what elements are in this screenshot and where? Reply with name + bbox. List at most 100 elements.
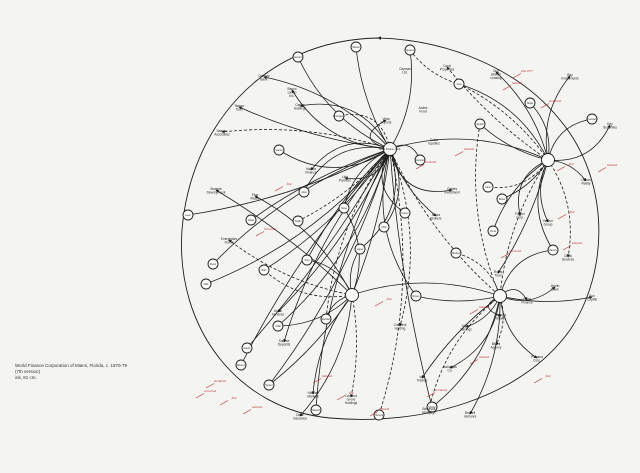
red-annotation-pointer: [336, 395, 346, 401]
connection-line-79: [349, 294, 357, 398]
connection-line-48: [458, 83, 549, 161]
entity-node-circle: [301, 254, 313, 266]
entity-node-label: Aguilar: [476, 123, 484, 126]
connection-line-61: [499, 295, 593, 302]
red-annotation-pointer: [556, 166, 566, 172]
entity-node-n32: Aguilar: [474, 118, 486, 130]
entity-node-n13: Sosa: [338, 202, 350, 214]
entity-node-label: Soto: [305, 259, 311, 262]
connection-line-16: [306, 148, 391, 261]
connection-line-72: [431, 295, 501, 408]
red-annotation-text: indicted: [379, 407, 390, 411]
entity-node-n5: Rodriguez: [334, 110, 345, 122]
entity-node-n22: Castro: [241, 342, 253, 354]
entity-node-circle: [200, 278, 212, 290]
hub-node-circle: [541, 153, 555, 167]
entity-node-label: Vera: [457, 83, 463, 86]
red-annotation-pointer: [426, 392, 436, 398]
red-annotation-pointer: [597, 167, 607, 173]
entity-node-n33: Rojas: [524, 97, 536, 109]
hub-node-label: World Finance Corp.: [379, 148, 401, 151]
connection-line-22: [240, 148, 391, 366]
caption-title: World Finance Corporation of Miami, Flor…: [15, 363, 127, 368]
connection-line-5: [278, 148, 391, 168]
red-annotation-text: convicted: [204, 389, 217, 393]
connection-line-66: [449, 295, 501, 369]
entity-node-label: Ruiz: [262, 269, 268, 272]
red-annotation-pointer: [512, 73, 522, 79]
entity-node-n29: Pena: [487, 225, 499, 237]
entity-node-circle: [399, 207, 411, 219]
caption: World Finance Corporation of Miami, Flor…: [15, 363, 155, 382]
connection-line-77: [277, 294, 353, 328]
entity-node-n27: Molina: [426, 401, 438, 413]
entity-node-n16: Lopez: [354, 243, 366, 255]
red-annotation-r15: fled: [219, 396, 237, 406]
red-annotation-r16: indicted: [242, 405, 263, 415]
red-annotation-text: fled: [349, 391, 354, 395]
entity-node-n28: Bravo: [496, 193, 508, 205]
entity-node-circle: [320, 313, 332, 325]
entity-node-label: Reyes: [413, 295, 421, 298]
entity-node-n21: Reyes: [410, 290, 422, 302]
entity-node-label: Shaver: [352, 46, 360, 49]
connection-line-69: [428, 295, 501, 411]
entity-node-circle: [414, 154, 426, 166]
entity-node-circle: [292, 51, 304, 63]
connection-line-39: [389, 148, 411, 327]
connection-line-67: [421, 295, 501, 379]
entity-node-circle: [482, 181, 494, 193]
connection-line-87: [389, 148, 501, 297]
entity-node-circle: [586, 113, 598, 125]
red-annotation-pointer: [274, 186, 284, 192]
entity-node-label: Mendez: [322, 318, 331, 321]
red-annotation-text: fled: [569, 162, 574, 166]
entity-node-circle: [298, 186, 310, 198]
entity-node-circle: [241, 342, 253, 354]
entity-node-n10: Diaz: [200, 278, 212, 290]
red-annotation-r19: indicted: [369, 407, 390, 417]
entity-node-label: Leon: [185, 214, 191, 217]
red-annotation-text: convicted: [509, 249, 522, 253]
hub-node-h2: [541, 153, 555, 167]
entity-node-label: Arias: [301, 191, 307, 194]
entity-node-label: Castro: [243, 347, 251, 350]
entity-node-n35: Medina: [450, 247, 462, 259]
entity-node-circle: [292, 215, 304, 227]
entity-node-circle: [453, 78, 465, 90]
entity-node-label: Herrera: [375, 414, 384, 417]
entity-node-circle: [547, 244, 559, 256]
hub-node-h1: World Finance Corp.: [379, 142, 401, 156]
red-annotation-pointer: [205, 383, 215, 389]
entity-node-label: Cano: [485, 186, 491, 189]
entity-node-n4: Vera: [453, 78, 465, 90]
connection-line-65: [499, 295, 538, 359]
entity-node-n25: Navarro: [310, 404, 322, 416]
entity-node-n12: Trujillo: [292, 215, 304, 227]
connection-line-26: [389, 148, 433, 408]
entity-node-label: Perez: [210, 263, 217, 266]
red-annotation-text: fled: [546, 374, 551, 378]
entity-node-label: Ramos: [549, 249, 557, 252]
red-annotation-r5: indicted: [597, 163, 618, 173]
entity-node-circle: [338, 202, 350, 214]
red-annotation-r11: fled: [533, 374, 551, 384]
red-annotation-r17: indicted: [312, 374, 333, 384]
connection-line-18: [324, 148, 391, 320]
